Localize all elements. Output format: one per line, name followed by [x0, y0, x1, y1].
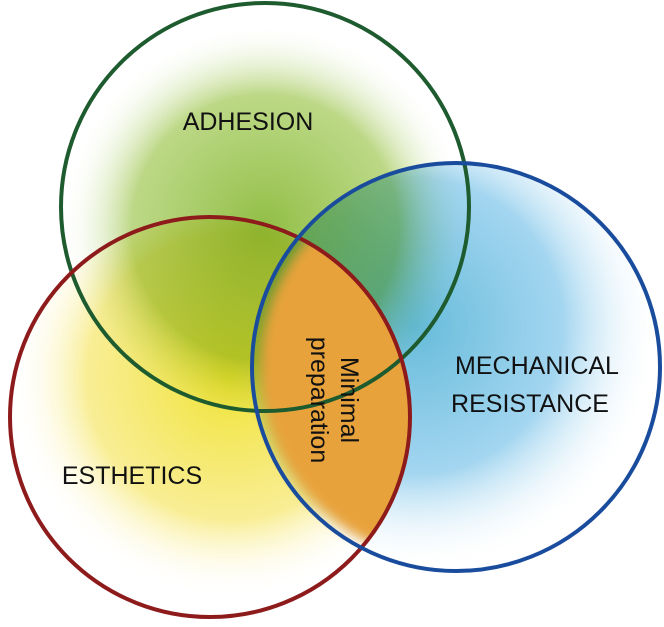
adhesion-label: ADHESION: [183, 108, 314, 136]
mechanical-label: MECHANICAL: [455, 352, 619, 380]
intersection-label-line2: preparation: [305, 337, 333, 463]
adhesion-circle: [59, 1, 471, 413]
mechanical-circle: [250, 161, 662, 573]
esthetics-circle: [8, 215, 412, 619]
esthetics-label: ESTHETICS: [62, 462, 202, 490]
resistance-label: RESISTANCE: [451, 390, 609, 418]
intersection-label-line1: Minimal: [335, 357, 363, 443]
